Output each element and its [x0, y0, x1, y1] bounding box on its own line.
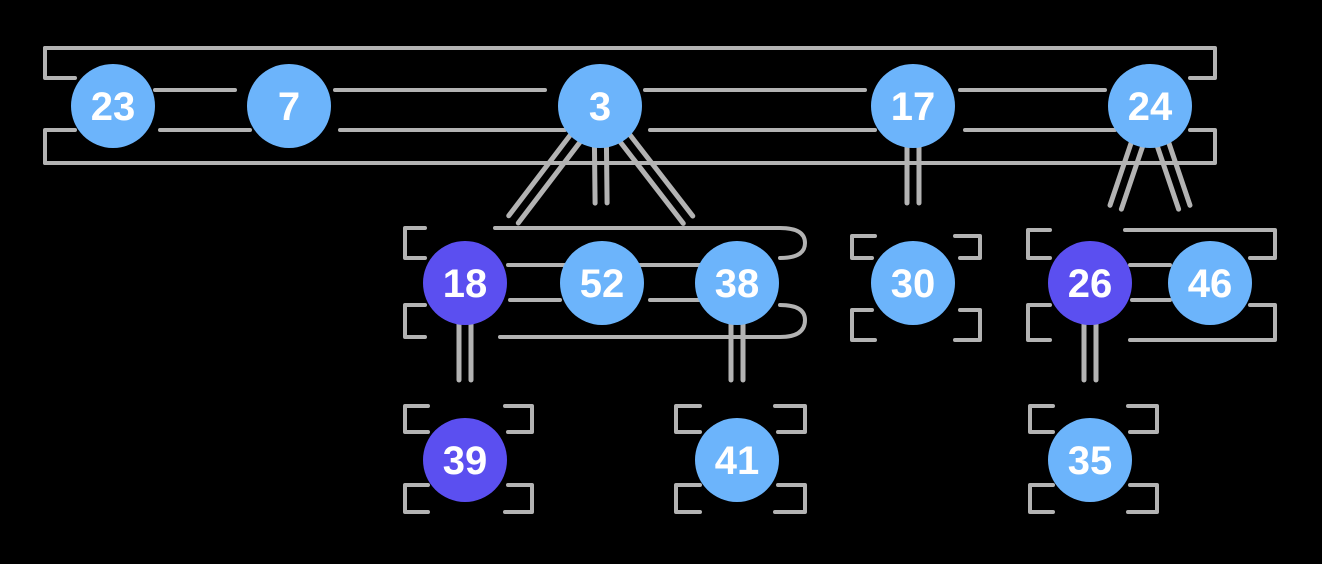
children-list-24	[1026, 228, 1277, 342]
link-n3-n18-b	[515, 138, 584, 226]
node-circle	[71, 64, 155, 148]
children-list-17	[850, 234, 982, 342]
node-circle	[871, 64, 955, 148]
node-23: 23	[71, 64, 155, 148]
child-links	[456, 131, 1193, 383]
node-label: 38	[715, 262, 760, 306]
node-3: 3	[558, 64, 642, 148]
node-7: 7	[247, 64, 331, 148]
link-n24-n46-b	[1166, 139, 1193, 208]
node-circle	[871, 241, 955, 325]
node-18: 18	[423, 241, 507, 325]
link-n24-n46-a	[1154, 143, 1182, 212]
node-label: 46	[1188, 262, 1233, 306]
children-list-38	[674, 404, 807, 514]
node-41: 41	[695, 418, 779, 502]
children-list-26	[1028, 404, 1159, 514]
node-38: 38	[695, 241, 779, 325]
node-circle	[695, 241, 779, 325]
link-n3-n38-b	[626, 131, 696, 219]
children-list-3	[403, 226, 807, 339]
node-label: 39	[443, 439, 488, 483]
node-label: 3	[589, 85, 611, 129]
node-24: 24	[1108, 64, 1192, 148]
node-label: 18	[443, 262, 488, 306]
node-label: 52	[580, 262, 625, 306]
node-label: 35	[1068, 439, 1113, 483]
node-label: 41	[715, 439, 760, 483]
node-circle	[247, 64, 331, 148]
link-n3-n38-a	[617, 138, 686, 226]
node-circle	[1048, 241, 1132, 325]
link-n3-n52-a	[591, 143, 598, 206]
node-circle	[558, 64, 642, 148]
nodes: 23 7 3 17 24 18 52 38 30 26 46 39 41 35	[71, 64, 1252, 502]
node-30: 30	[871, 241, 955, 325]
node-26: 26	[1048, 241, 1132, 325]
children-list-18	[403, 404, 534, 514]
node-label: 30	[891, 262, 936, 306]
link-n24-n26-b	[1118, 143, 1146, 212]
node-circle	[1108, 64, 1192, 148]
root-list	[43, 46, 1217, 165]
node-label: 26	[1068, 262, 1113, 306]
node-17: 17	[871, 64, 955, 148]
node-circle	[1048, 418, 1132, 502]
node-circle	[423, 241, 507, 325]
link-n3-n18-a	[506, 131, 574, 219]
node-52: 52	[560, 241, 644, 325]
node-label: 17	[891, 85, 936, 129]
node-46: 46	[1168, 241, 1252, 325]
node-circle	[423, 418, 507, 502]
node-circle	[695, 418, 779, 502]
circular-lists	[43, 46, 1277, 514]
node-39: 39	[423, 418, 507, 502]
link-n24-n26-a	[1107, 139, 1134, 208]
node-label: 23	[91, 85, 136, 129]
node-circle	[560, 241, 644, 325]
node-circle	[1168, 241, 1252, 325]
node-label: 24	[1128, 85, 1173, 129]
node-35: 35	[1048, 418, 1132, 502]
link-n3-n52-b	[603, 143, 610, 206]
node-label: 7	[278, 85, 300, 129]
